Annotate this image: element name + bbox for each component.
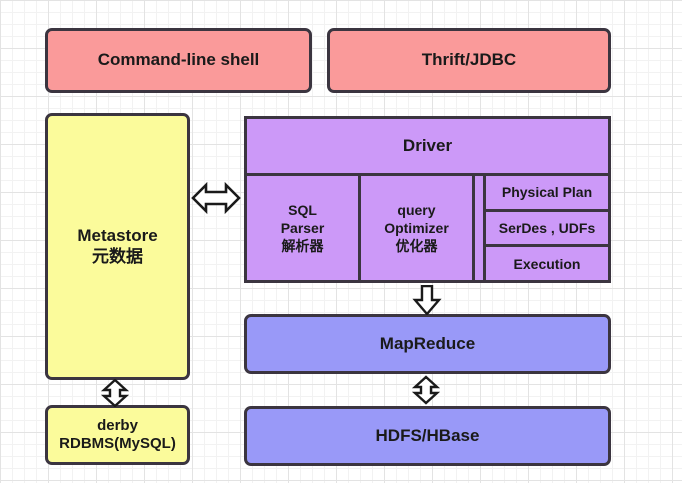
arrow-mapreduce-hdfs-icon xyxy=(411,375,441,405)
driver-stage-execution[interactable]: Execution xyxy=(483,247,608,281)
node-derby-rdbms[interactable]: derby RDBMS(MySQL) xyxy=(45,405,190,465)
driver-stage-physical-plan[interactable]: Physical Plan xyxy=(483,176,608,212)
driver-query-optimizer[interactable]: query Optimizer 优化器 xyxy=(361,176,475,280)
node-thrift-jdbc[interactable]: Thrift/JDBC xyxy=(327,28,611,93)
driver-columns: SQL Parser 解析器 query Optimizer 优化器 Physi… xyxy=(247,176,608,281)
driver-sql-parser[interactable]: SQL Parser 解析器 xyxy=(247,176,361,280)
node-hdfs-hbase[interactable]: HDFS/HBase xyxy=(244,406,611,466)
driver-stage-list: Physical Plan SerDes , UDFs Execution xyxy=(475,176,608,281)
node-metastore[interactable]: Metastore 元数据 xyxy=(45,113,190,380)
arrow-driver-mapreduce-icon xyxy=(411,285,443,315)
driver-stage-serdes-udfs[interactable]: SerDes , UDFs xyxy=(483,211,608,248)
arrow-metastore-derby-icon xyxy=(100,379,130,407)
node-driver[interactable]: Driver SQL Parser 解析器 query Optimizer 优化… xyxy=(244,116,611,283)
driver-title: Driver xyxy=(247,119,608,176)
node-mapreduce[interactable]: MapReduce xyxy=(244,314,611,374)
arrow-metastore-driver-icon xyxy=(191,180,241,216)
node-command-line-shell[interactable]: Command-line shell xyxy=(45,28,312,93)
